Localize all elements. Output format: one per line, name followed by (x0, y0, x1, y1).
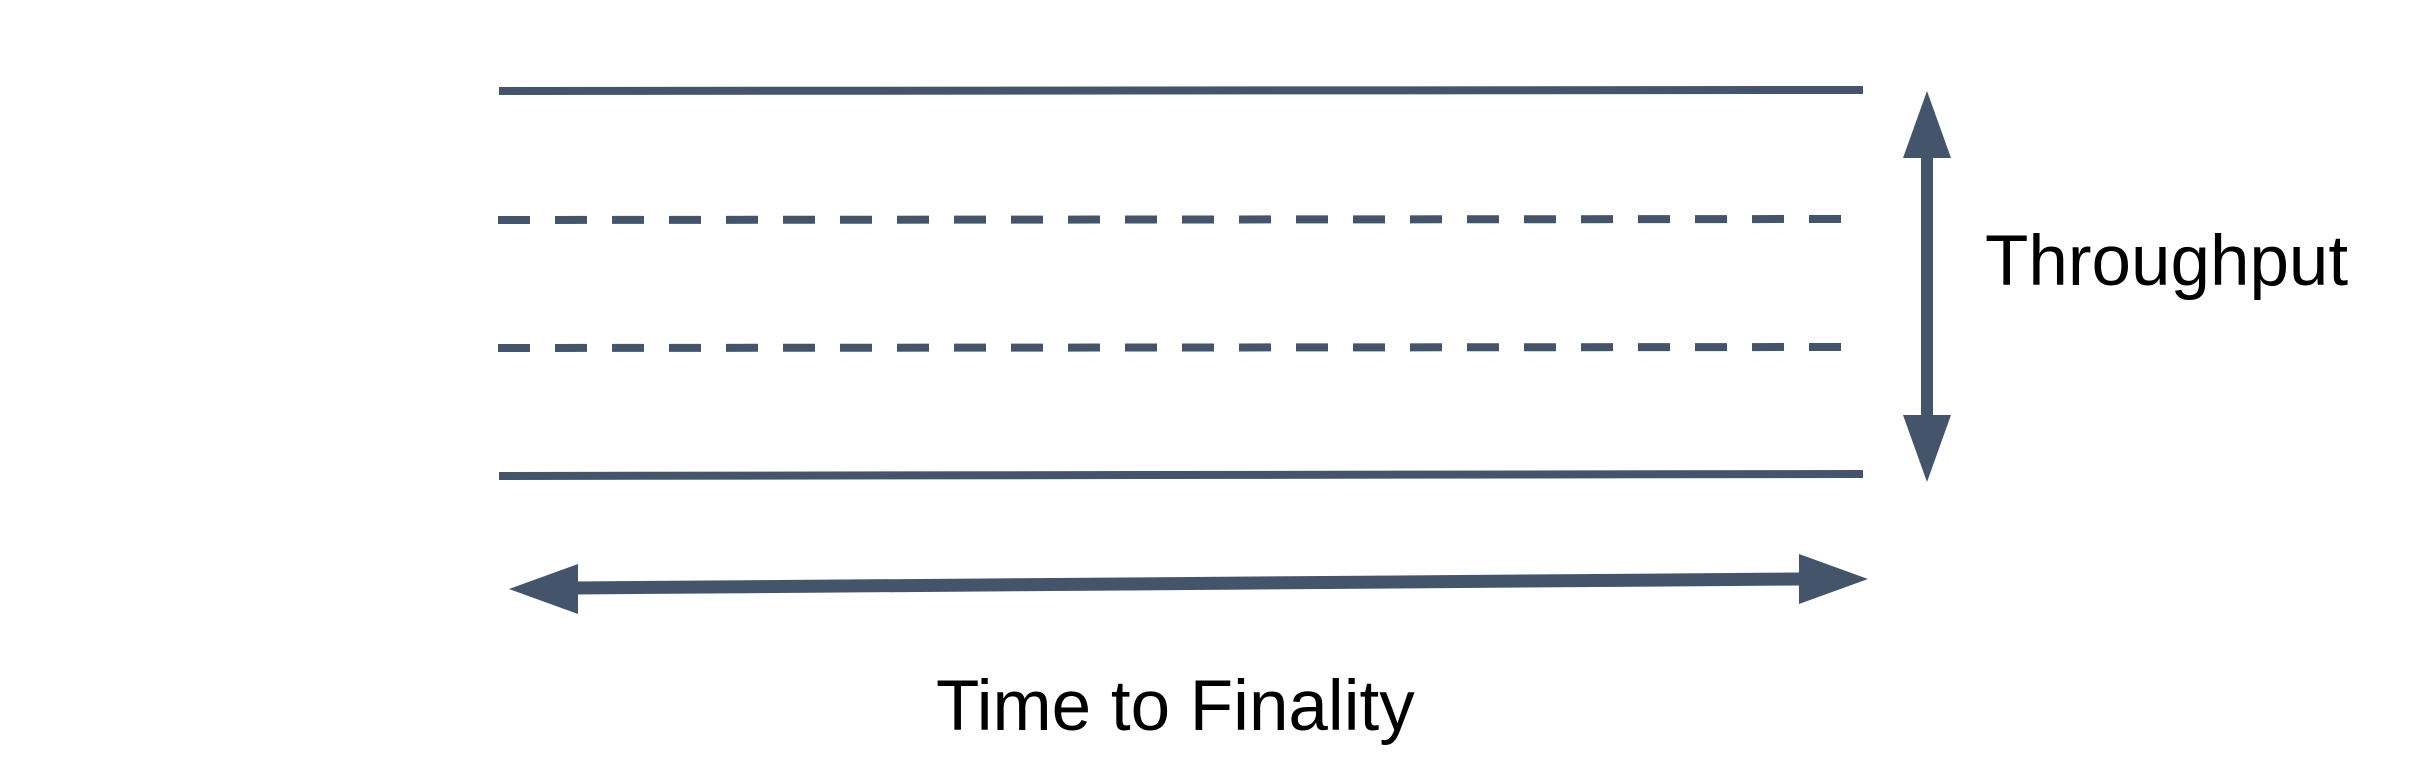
time-to-finality-double-arrow-icon (509, 554, 1868, 614)
dashed-lane-line-1 (497, 215, 1863, 224)
top-boundary-line (498, 86, 1864, 95)
time-to-finality-arrow-head-right (1799, 554, 1868, 604)
throughput-double-arrow-icon (1903, 91, 1951, 482)
throughput-arrow-head-down (1903, 415, 1951, 482)
throughput-label: Throughput (1985, 222, 2348, 301)
bottom-boundary-line (498, 470, 1864, 480)
time-to-finality-arrow-shaft (573, 572, 1804, 595)
dashed-lane-line-2 (497, 343, 1863, 352)
time-to-finality-arrow-head-left (509, 564, 578, 614)
throughput-arrow-head-up (1903, 91, 1951, 158)
time-to-finality-label: Time to Finality (936, 667, 1415, 746)
